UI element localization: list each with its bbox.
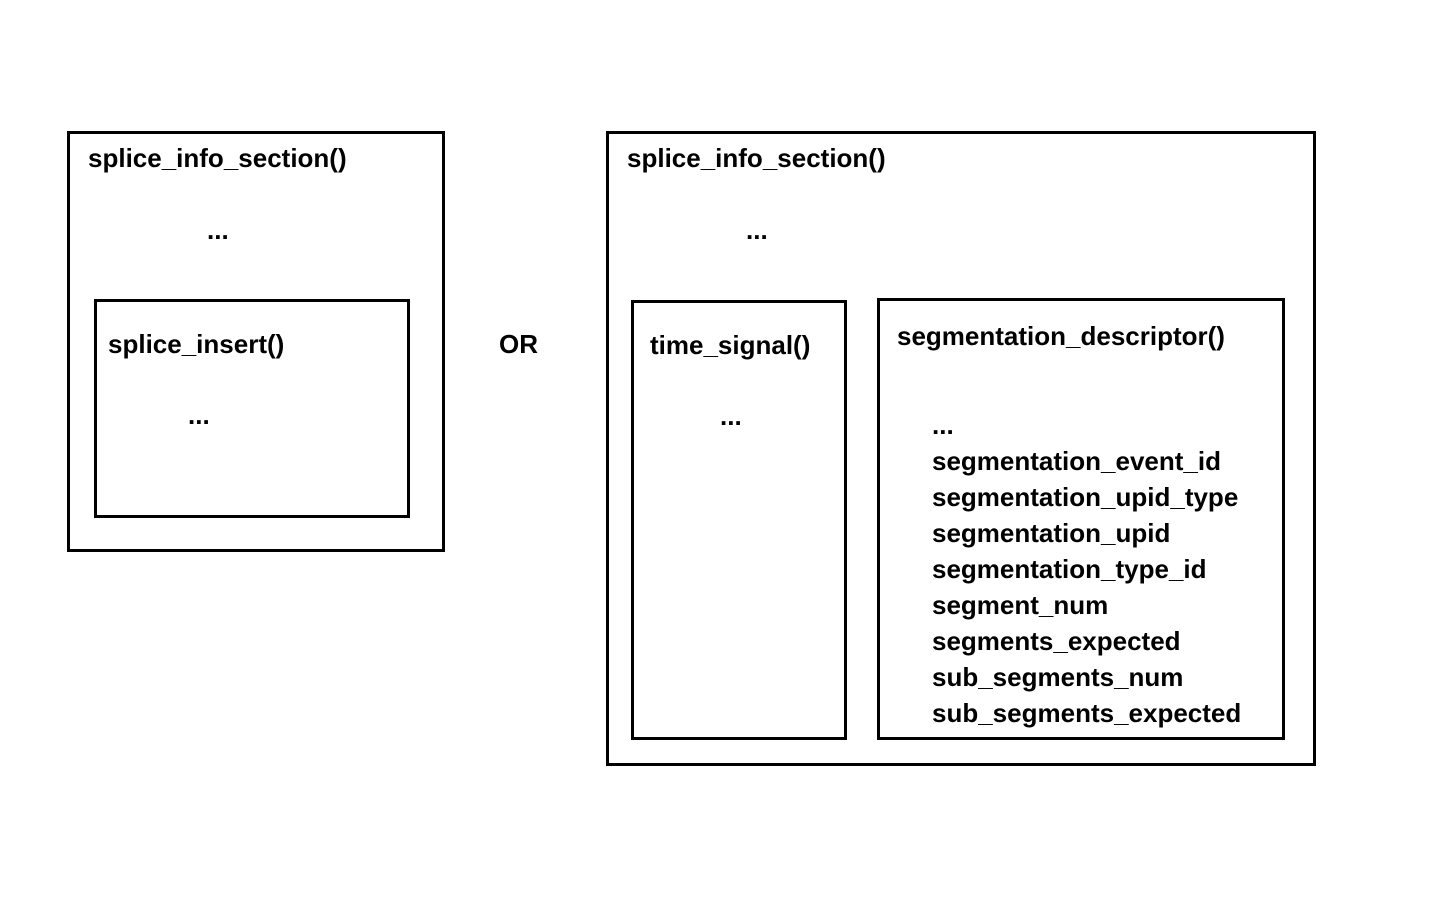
ellipsis-placeholder: ... <box>188 400 210 430</box>
splice-insert-box: splice_insert() ... <box>94 299 410 518</box>
descriptor-field: sub_segments_num <box>932 662 1184 692</box>
splice-info-section-title: splice_info_section() <box>88 143 347 173</box>
splice-info-section-title: splice_info_section() <box>627 143 886 173</box>
segmentation-descriptor-box: segmentation_descriptor() ... segmentati… <box>877 298 1285 740</box>
or-label: OR <box>499 329 538 359</box>
ellipsis-placeholder: ... <box>207 215 229 245</box>
splice-insert-title: splice_insert() <box>108 329 285 359</box>
segmentation-descriptor-title: segmentation_descriptor() <box>897 321 1225 351</box>
time-signal-title: time_signal() <box>650 330 811 360</box>
splice-info-section-box-right: splice_info_section() ... time_signal() … <box>606 131 1316 766</box>
descriptor-field: segments_expected <box>932 626 1181 656</box>
descriptor-field: sub_segments_expected <box>932 698 1242 728</box>
descriptor-field: segment_num <box>932 590 1109 620</box>
time-signal-box: time_signal() ... <box>631 300 847 740</box>
segmentation-descriptor-fields: ... segmentation_event_id segmentation_u… <box>932 407 1241 731</box>
descriptor-field: segmentation_type_id <box>932 554 1207 584</box>
ellipsis-placeholder: ... <box>746 215 768 245</box>
descriptor-field: segmentation_upid_type <box>932 482 1239 512</box>
ellipsis-placeholder: ... <box>720 401 742 431</box>
descriptor-field: segmentation_event_id <box>932 446 1221 476</box>
splice-info-section-box-left: splice_info_section() ... splice_insert(… <box>67 131 445 552</box>
ellipsis-placeholder: ... <box>932 410 954 440</box>
descriptor-field: segmentation_upid <box>932 518 1171 548</box>
